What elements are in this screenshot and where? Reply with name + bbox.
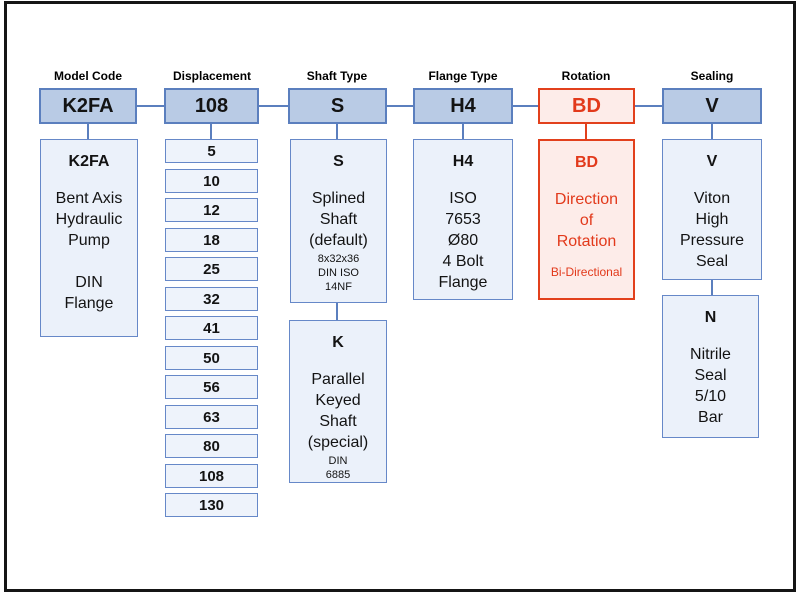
connector-line [336,303,338,320]
displacement-option: 10 [165,169,258,193]
connector-line [635,105,662,107]
detail-title: S [333,153,344,170]
displacement-option: 50 [165,346,258,370]
displacement-option: 130 [165,493,258,517]
column-label-displacement: Displacement [172,69,252,83]
displacement-value-box: 108 [164,88,259,124]
detail-body: Bent Axis Hydraulic Pump DIN Flange [55,190,123,312]
connector-line [87,124,89,139]
connector-line [387,105,413,107]
detail-body: Nitrile Seal 5/10 Bar [690,346,731,426]
rotation-detail-box: BD Direction of Rotation Bi-Directional [538,139,635,300]
detail-body: Viton High Pressure Seal [679,190,745,270]
detail-body: ISO 7653 Ø80 4 Bolt Flange [438,190,488,291]
detail-note: 8x32x36 DIN ISO 14NF [317,253,360,293]
column-label-flange-type: Flange Type [428,69,498,83]
displacement-option: 12 [165,198,258,222]
connector-line [462,124,464,139]
detail-title: BD [574,154,599,171]
flange-detail-box: H4 ISO 7653 Ø80 4 Bolt Flange [413,139,513,300]
flange-type-value-box: H4 [413,88,513,124]
detail-body: Splined Shaft (default) [309,190,368,249]
displacement-option: 80 [165,434,258,458]
displacement-option: 5 [165,139,258,163]
connector-line [137,105,164,107]
detail-title: K [332,334,344,351]
connector-line [711,280,713,295]
detail-title: H4 [452,153,474,170]
displacement-option: 108 [165,464,258,488]
connector-line [711,124,713,139]
displacement-option: 32 [165,287,258,311]
displacement-option: 18 [165,228,258,252]
connector-line [259,105,288,107]
model-code-detail-box: K2FA Bent Axis Hydraulic Pump DIN Flange [40,139,138,337]
detail-note: Bi-Directional [550,265,623,279]
shaft-splined-detail-box: S Splined Shaft (default) 8x32x36 DIN IS… [290,139,387,303]
detail-title: V [706,153,718,170]
model-code-value-box: K2FA [39,88,137,124]
column-label-rotation: Rotation [561,69,611,83]
detail-body: Direction of Rotation [554,191,619,250]
connector-line [336,124,338,139]
detail-body: Parallel Keyed Shaft (special) [307,371,369,451]
connector-line [210,124,212,139]
connector-line [513,105,538,107]
sealing-nitrile-detail-box: N Nitrile Seal 5/10 Bar [662,295,759,438]
shaft-keyed-detail-box: K Parallel Keyed Shaft (special) DIN 688… [289,320,387,483]
sealing-value-box: V [662,88,762,124]
shaft-type-value-box: S [288,88,387,124]
displacement-option: 56 [165,375,258,399]
column-label-sealing: Sealing [690,69,734,83]
connector-line-red [585,124,587,139]
column-label-shaft-type: Shaft Type [306,69,368,83]
displacement-option: 63 [165,405,258,429]
displacement-option: 41 [165,316,258,340]
column-label-model-code: Model Code [54,69,122,83]
rotation-value-box: BD [538,88,635,124]
displacement-option: 25 [165,257,258,281]
detail-title: K2FA [68,153,110,170]
sealing-viton-detail-box: V Viton High Pressure Seal [662,139,762,280]
detail-note: DIN 6885 [325,455,351,481]
detail-title: N [704,309,717,326]
